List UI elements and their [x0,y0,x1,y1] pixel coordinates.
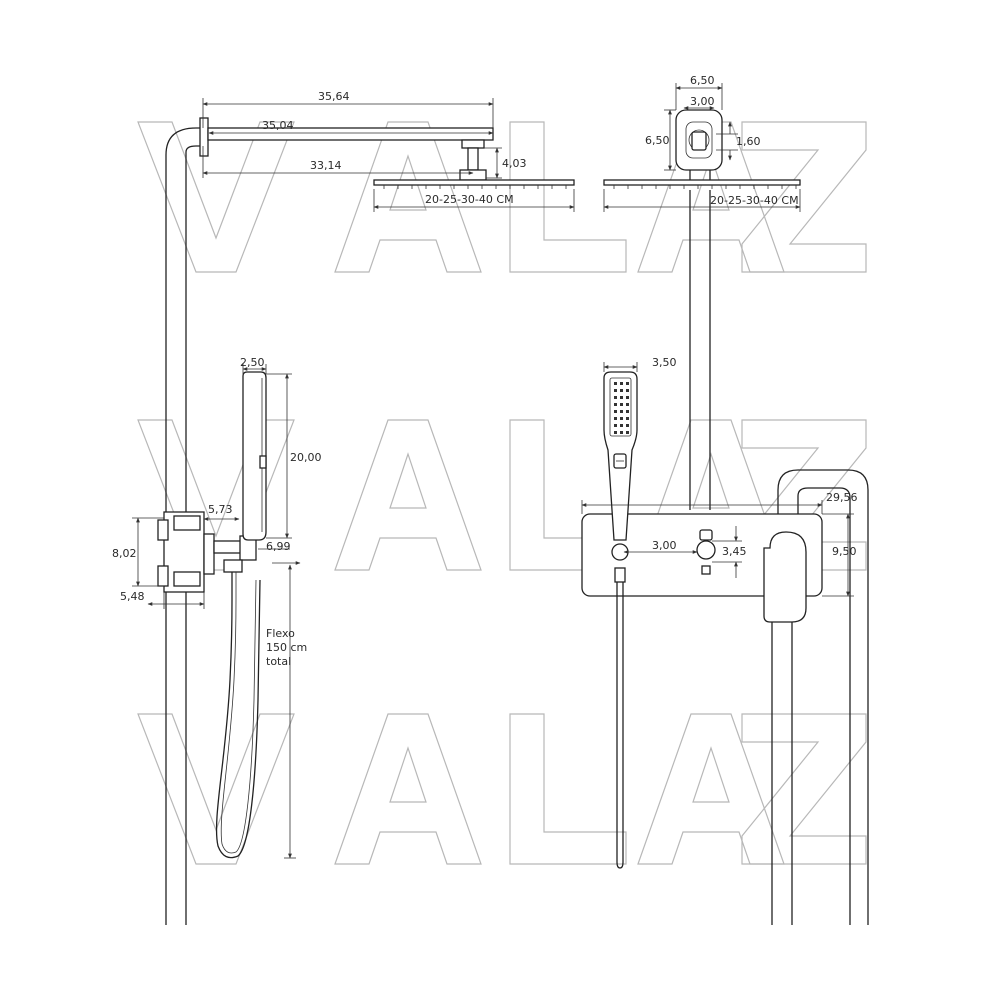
dim-connector-drop: 4,03 [502,157,527,170]
watermark-row-bottom [137,713,867,865]
dim-hand-width-front: 3,50 [652,356,677,369]
hand-shower-side [242,371,267,541]
dim-hand-width-side: 2,50 [240,356,265,369]
dim-hand-length: 20,00 [290,451,322,464]
rain-head-side [373,179,575,186]
hose-note-line-1: Flexo [266,627,295,640]
dim-valve-height: 9,50 [832,545,857,558]
dim-body-depth: 5,48 [120,590,145,603]
hose-note-line-2: 150 cm [266,641,307,654]
rain-head-front [603,179,801,186]
dim-knob-offset: 3,00 [652,539,677,552]
hand-shower-front [603,371,638,541]
valve-body-side [157,511,257,593]
arm-wall-flange [199,117,209,157]
arm-connector-stem [467,147,479,171]
watermark-row-middle [137,419,867,571]
front-view: 6,50 3,00 6,50 1,60 20-25-30-40 CM [581,74,869,925]
dim-head-sizes-left: 20-25-30-40 CM [425,193,514,206]
dim-holder-offset: 5,73 [208,503,233,516]
wall-pipe-right [777,469,869,925]
arm-connector-nut [459,169,487,181]
dim-body-height: 8,02 [112,547,137,560]
dim-head-sizes-right: 20-25-30-40 CM [710,194,799,207]
arm-connector [461,139,485,149]
hose-note-line-3: total [266,655,291,668]
dim-knob-height: 3,45 [722,545,747,558]
wall-pipe [165,127,203,925]
spout [763,531,807,623]
dim-flange-depth: 1,60 [736,135,761,148]
dim-valve-width: 29,56 [826,491,858,504]
side-view: 35,64 35,04 33,14 4,03 20-25-30-40 CM [112,90,575,925]
hand-shower-hose [215,572,261,859]
dim-flange-inner: 3,00 [690,95,715,108]
spout-pipe [771,622,793,925]
shower-arm [207,127,494,141]
watermark [137,121,867,865]
riser-pipe [689,170,711,510]
hose-front [616,582,624,869]
dim-arm-head: 33,14 [310,159,342,172]
dim-holder-depth: 6,99 [266,540,291,553]
dim-arm-total: 35,64 [318,90,350,103]
rain-head-nozzles [383,185,567,189]
dim-arm-wall: 35,04 [262,119,294,132]
dim-flange-height: 6,50 [645,134,670,147]
dim-flange-width: 6,50 [690,74,715,87]
mixer-knob [696,529,716,575]
